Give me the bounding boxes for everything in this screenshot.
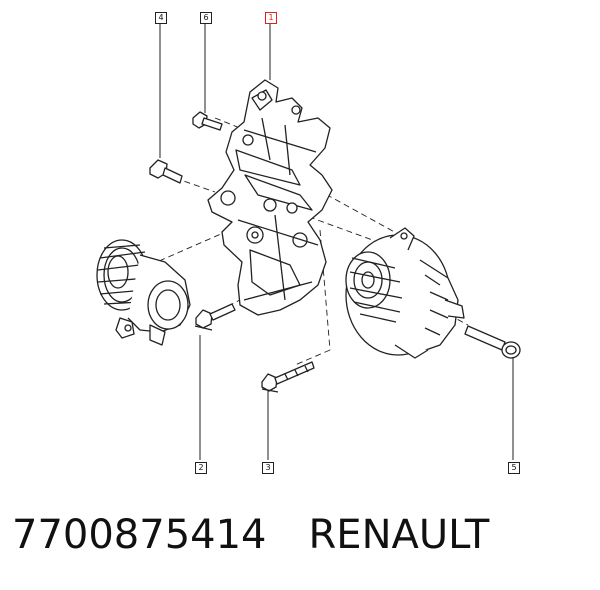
bolt-2 (194, 303, 236, 331)
alternator-bracket (207, 79, 333, 316)
alternator (345, 227, 465, 359)
parts-diagram (96, 22, 521, 460)
bolt-3 (261, 361, 315, 393)
callout-2[interactable]: 2 (195, 462, 207, 474)
callout-3[interactable]: 3 (262, 462, 274, 474)
caption: 7700875414 RENAULT (12, 512, 489, 558)
callout-6[interactable]: 6 (200, 12, 212, 24)
leader-lines (159, 22, 514, 460)
bolt-6 (192, 111, 223, 131)
callout-4[interactable]: 4 (155, 12, 167, 24)
part-number: 7700875414 (12, 512, 267, 558)
callout-1[interactable]: 1 (265, 12, 277, 24)
pump-assembly (96, 239, 191, 346)
bolt-5 (464, 325, 521, 359)
bolt-4 (149, 159, 183, 184)
callout-5[interactable]: 5 (508, 462, 520, 474)
brand-name: RENAULT (308, 512, 490, 558)
